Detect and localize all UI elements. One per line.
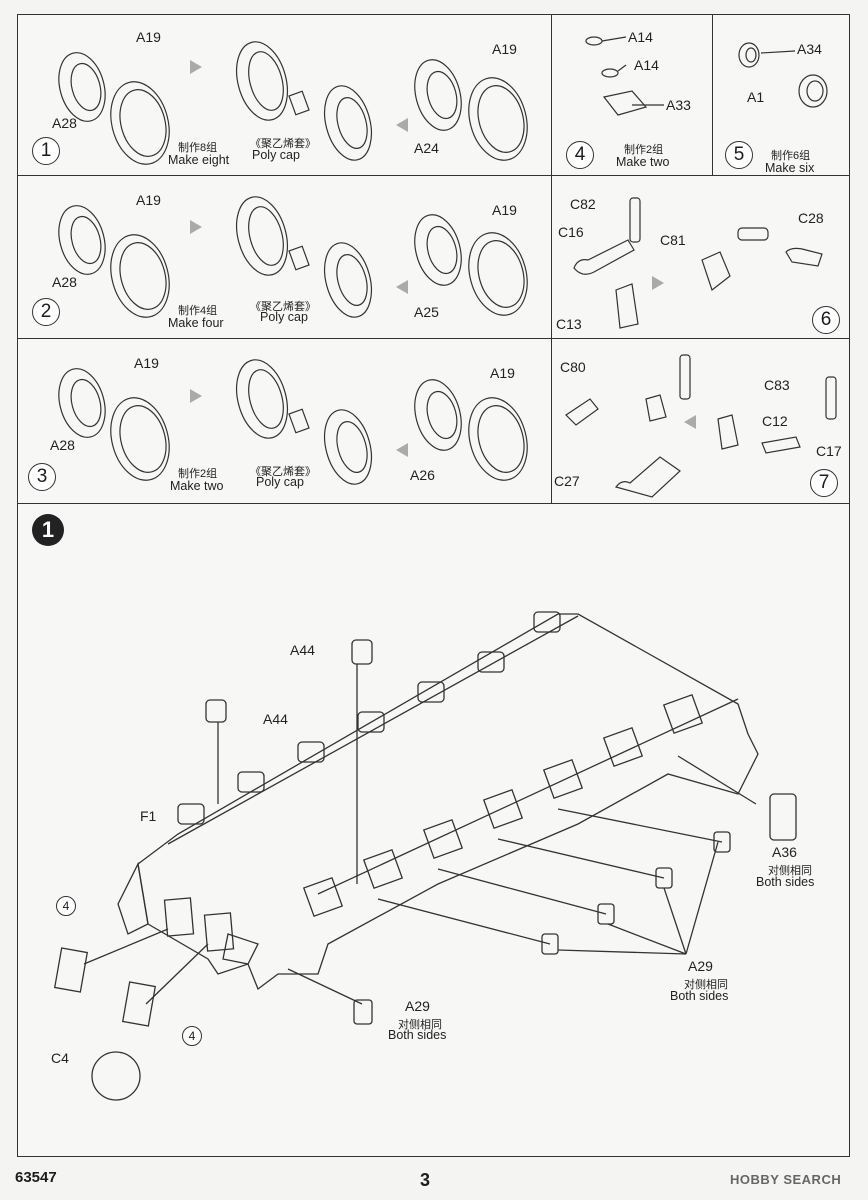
step-2-drawing [58,196,528,318]
both-sides-cn: 对侧相同 [684,979,728,991]
part-label: A19 [492,202,517,218]
part-label: A25 [414,304,439,320]
step-number: 7 [810,469,838,497]
step-number: 4 [566,141,594,169]
substep-ref: 4 [182,1026,202,1046]
part-label: C17 [816,443,842,459]
part-label: A34 [797,41,822,57]
part-label: A28 [50,437,75,453]
brand-watermark: HOBBY SEARCH [730,1172,842,1187]
step-1-panel: A19 A28 A19 A24 制作8组 Make eight 《聚乙烯套》 P… [17,14,552,176]
part-label-c4: C4 [51,1050,69,1066]
polycap-en: Poly cap [256,475,304,489]
both-sides-cn: 对侧相同 [398,1019,442,1031]
part-label: C13 [556,316,582,332]
step-5-panel: A34 A1 制作6组 Make six 5 [712,14,850,176]
arrow-right [652,276,664,290]
part-label: C82 [570,196,596,212]
step-6-panel: C82 C16 C13 C81 C28 6 [551,175,850,339]
part-label: A14 [628,29,653,45]
polycap-cn: 《聚乙烯套》 [250,138,316,150]
part-label: C16 [558,224,584,240]
step-number: 5 [725,141,753,169]
part-label: A28 [52,115,77,131]
step-5-drawing [738,42,828,108]
part-label: A19 [492,41,517,57]
part-label: A14 [634,57,659,73]
quantity-en: Make four [168,316,224,330]
step-1-drawing [58,41,528,165]
arrow-left [396,443,408,457]
both-sides-en: Both sides [388,1028,447,1042]
part-label: A19 [136,192,161,208]
step-4-panel: A14 A14 A33 制作2组 Make two 4 [551,14,713,176]
substep-ref: 4 [56,896,76,916]
quantity-cn: 制作2组 [624,144,664,156]
both-sides-en: Both sides [756,875,815,889]
part-label-a36: A36 [772,844,797,860]
polycap-en: Poly cap [260,310,308,324]
quantity-cn: 制作4组 [178,305,218,317]
part-label: A26 [410,467,435,483]
arrow-right [190,60,202,74]
step-number: 3 [28,463,56,491]
main-step-panel: 1 [17,503,850,1157]
step-number: 2 [32,298,60,326]
part-label-a29-bottom: A29 [405,998,430,1014]
polycap-cn: 《聚乙烯套》 [250,466,316,478]
step-2-panel: A19 A28 A19 A25 制作4组 Make four 《聚乙烯套》 Po… [17,175,552,339]
arrow-right [190,389,202,403]
part-label: A28 [52,274,77,290]
step-number: 1 [32,137,60,165]
step-3-panel: A19 A28 A19 A26 制作2组 Make two 《聚乙烯套》 Pol… [17,338,552,504]
part-label: A19 [490,365,515,381]
part-label-a44-top: A44 [290,642,315,658]
part-label: A33 [666,97,691,113]
step-7-drawing [565,354,837,498]
both-sides-cn: 对侧相同 [768,865,812,877]
arrow-left [396,280,408,294]
quantity-en: Make eight [168,153,230,167]
part-label: A19 [136,29,161,45]
arrow-left [684,415,696,429]
quantity-en: Make six [765,161,815,175]
part-label: C28 [798,210,824,226]
quantity-en: Make two [616,155,670,169]
part-label-a29-right: A29 [688,958,713,974]
step-6-drawing [573,197,823,329]
quantity-cn: 制作8组 [178,142,218,154]
hull-drawing [53,611,797,1101]
polycap-cn: 《聚乙烯套》 [250,301,316,313]
arrow-left [396,118,408,132]
main-step-number: 1 [32,514,64,546]
step-number: 6 [812,306,840,334]
polycap-en: Poly cap [252,148,300,162]
both-sides-en: Both sides [670,989,729,1003]
part-label-f1: F1 [140,808,157,824]
arrow-right [190,220,202,234]
part-label: C12 [762,413,788,429]
quantity-cn: 制作6组 [771,150,811,162]
step-4-drawing [585,36,664,116]
quantity-cn: 制作2组 [178,468,218,480]
part-label: A1 [747,89,765,105]
part-label: A19 [134,355,159,371]
step-3-drawing [58,359,528,485]
quantity-en: Make two [170,479,224,493]
part-label-a44-left: A44 [263,711,288,727]
part-label: C83 [764,377,790,393]
part-label: A24 [414,140,439,156]
part-label: C81 [660,232,686,248]
page-number: 3 [420,1170,431,1190]
product-code: 63547 [15,1169,57,1186]
step-7-panel: C80 C27 C83 C12 C17 7 [551,338,850,504]
part-label: C80 [560,359,586,375]
part-label: C27 [554,473,580,489]
